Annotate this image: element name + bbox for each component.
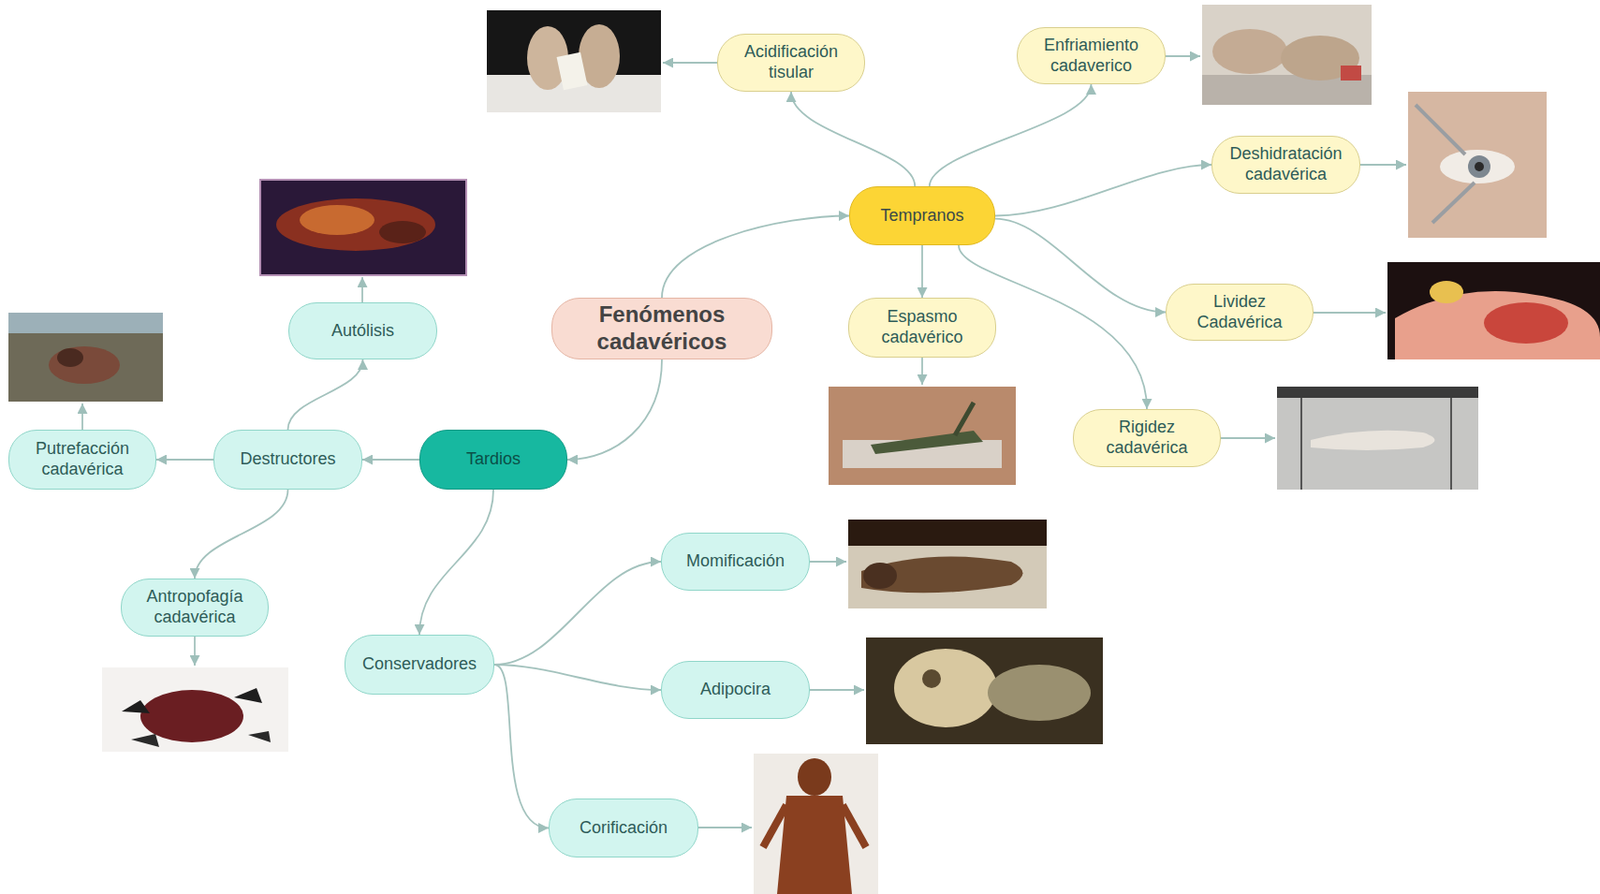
group-node: Conservadores xyxy=(344,634,495,695)
central-topic: Fenómenos cadavéricos xyxy=(551,297,773,360)
photo-feet xyxy=(486,10,661,113)
node-label: Destructores xyxy=(239,449,336,470)
node-text-stack: Adipocira xyxy=(700,679,771,701)
photo-mummy xyxy=(848,519,1047,609)
node-label: Deshidratación cadavérica xyxy=(1225,144,1347,185)
node-label: Tardios xyxy=(466,449,521,470)
connector xyxy=(929,84,1092,187)
node-label: Putrefacción cadavérica xyxy=(22,439,143,480)
photo-scavengers xyxy=(102,667,289,752)
connector xyxy=(288,359,364,430)
photo-autolysis xyxy=(260,179,467,276)
leader-arrows xyxy=(82,56,1407,828)
branch-node: Tardios xyxy=(419,429,568,490)
connector xyxy=(567,359,662,460)
photo-putrefaction xyxy=(8,312,163,402)
connector xyxy=(661,216,850,299)
photo-cold-feet xyxy=(1202,4,1372,105)
node-label: Acidificación tisular xyxy=(731,42,852,83)
connector xyxy=(419,489,494,635)
leaf-node: Adipocira xyxy=(660,660,810,720)
node-text-stack: Espasmo cadavérico xyxy=(862,307,983,348)
leaf-node: Acidificación tisular xyxy=(717,33,866,92)
photo-rigidity xyxy=(1277,386,1479,490)
node-text-stack: Conservadores xyxy=(362,654,477,676)
node-label: Antropofagía cadavérica xyxy=(134,587,255,628)
node-text-stack: Tempranos xyxy=(880,205,964,227)
node-text-stack: Lividez Cadavérica xyxy=(1179,292,1300,333)
leaf-node: Momificación xyxy=(660,532,810,591)
node-text-stack: Antropofagía cadavérica xyxy=(134,587,255,628)
node-label: Enfriamiento cadaverico xyxy=(1030,35,1152,76)
photo-adipocere xyxy=(866,637,1103,745)
node-label: Tempranos xyxy=(880,205,964,227)
leaf-node: Putrefacción cadavérica xyxy=(8,429,157,490)
node-text-stack: Autólisis xyxy=(331,321,395,342)
node-text-stack: Rigidez cadavérica xyxy=(1086,417,1207,458)
leaf-node: Lividez Cadavérica xyxy=(1165,283,1314,341)
connector xyxy=(494,561,661,665)
node-label: Conservadores xyxy=(362,654,477,676)
node-text-stack: Putrefacción cadavérica xyxy=(22,439,143,480)
node-text-stack: Tardios xyxy=(466,449,521,470)
node-text-stack: Acidificación tisular xyxy=(731,42,852,83)
branch-node: Tempranos xyxy=(849,186,996,246)
photo-lividity xyxy=(1387,262,1600,360)
node-text-stack: Corificación xyxy=(579,818,668,839)
node-label: Espasmo cadavérico xyxy=(862,307,983,348)
photo-corification xyxy=(753,753,879,894)
leaf-node: Antropofagía cadavérica xyxy=(120,578,269,637)
leaf-node: Corificación xyxy=(548,798,699,858)
photo-spasm xyxy=(828,386,1016,485)
photo-eye xyxy=(1408,91,1547,238)
connector xyxy=(362,458,420,461)
node-label: Adipocira xyxy=(700,679,771,701)
connector xyxy=(791,91,915,187)
leaf-node: Rigidez cadavérica xyxy=(1072,409,1221,468)
leaf-node: Autólisis xyxy=(288,302,438,360)
leaf-node: Enfriamiento cadaverico xyxy=(1016,27,1166,85)
node-label: Autólisis xyxy=(331,321,395,342)
node-text-stack: Enfriamiento cadaverico xyxy=(1030,35,1152,76)
connector xyxy=(194,489,289,579)
leaf-node: Deshidratación cadavérica xyxy=(1211,135,1361,194)
node-text-stack: Destructores xyxy=(239,449,336,470)
connector xyxy=(494,664,661,690)
node-text-stack: Fenómenos cadavéricos xyxy=(565,301,759,356)
node-text-stack: Momificación xyxy=(686,551,785,573)
connector xyxy=(995,219,1166,313)
connector xyxy=(995,164,1212,217)
connector xyxy=(156,458,214,461)
connector xyxy=(494,664,549,829)
node-label: Lividez Cadavérica xyxy=(1179,292,1300,333)
node-label: Rigidez cadavérica xyxy=(1086,417,1207,458)
node-label: Momificación xyxy=(686,551,785,573)
node-label: Corificación xyxy=(579,818,668,839)
node-label: Fenómenos cadavéricos xyxy=(565,301,759,356)
group-node: Destructores xyxy=(213,429,363,490)
leaf-node: Espasmo cadavérico xyxy=(848,297,997,358)
node-text-stack: Deshidratación cadavérica xyxy=(1225,144,1347,185)
connector xyxy=(921,245,924,298)
